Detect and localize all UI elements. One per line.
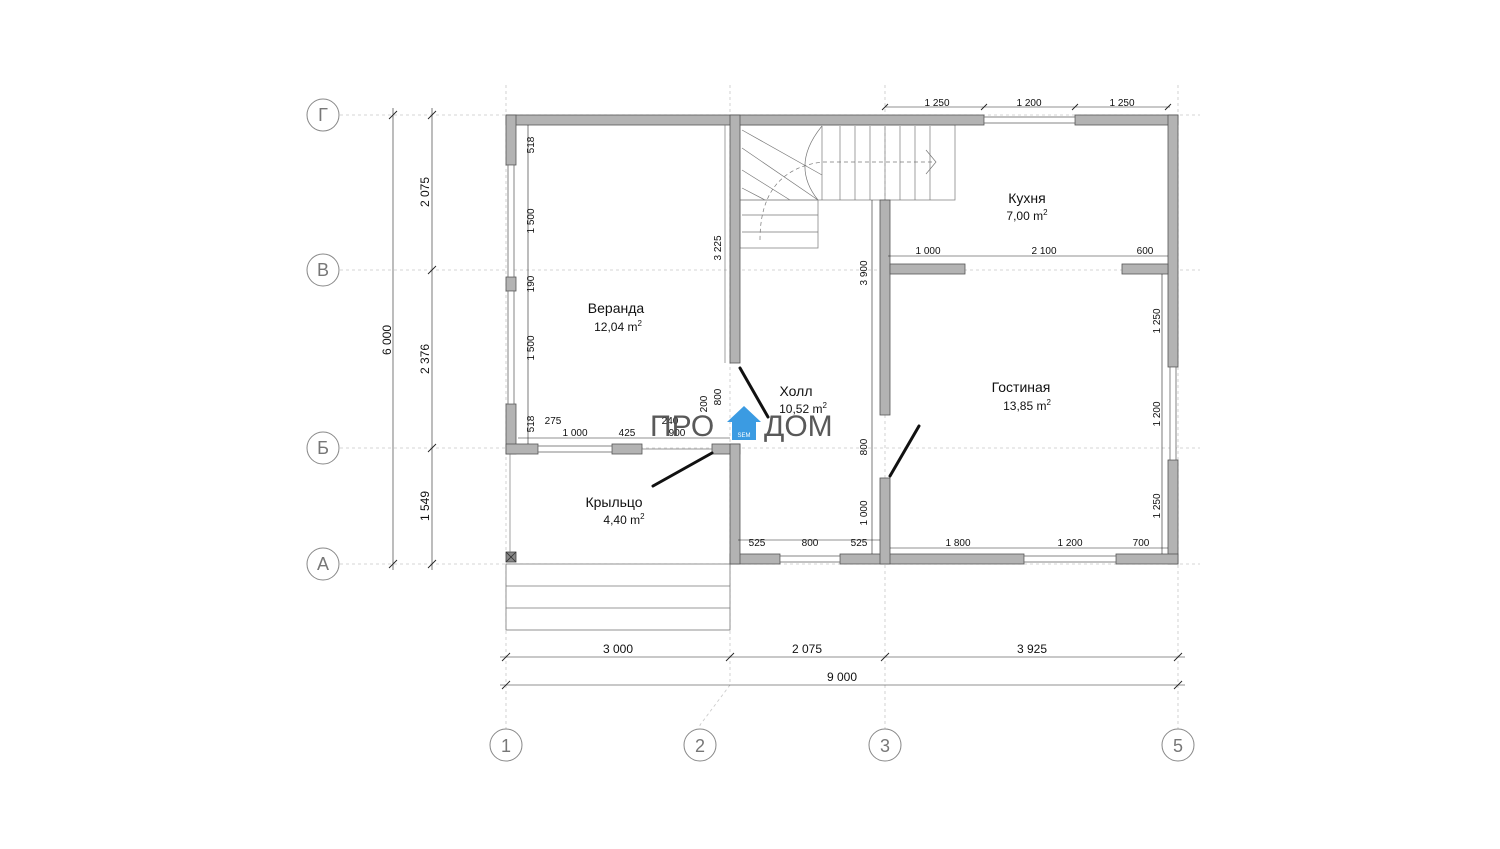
room-hall: Холл 10,52 m2 bbox=[779, 383, 827, 416]
bottom-dimensions: 3 000 2 075 3 925 9 000 bbox=[500, 642, 1185, 690]
svg-text:Г: Г bbox=[318, 105, 328, 125]
room-kitchen: Кухня 7,00 m2 bbox=[1006, 190, 1048, 223]
svg-text:2 376: 2 376 bbox=[418, 344, 432, 374]
svg-text:2 075: 2 075 bbox=[418, 177, 432, 207]
room-area: 13,85 m2 bbox=[1003, 398, 1051, 413]
svg-text:200: 200 bbox=[699, 395, 710, 412]
axis-row-a: А bbox=[306, 547, 340, 581]
svg-text:3 225: 3 225 bbox=[713, 235, 724, 260]
staircase bbox=[739, 124, 956, 249]
axis-col-3: 3 bbox=[868, 728, 902, 762]
left-dimensions: 6 000 2 075 2 376 1 549 bbox=[380, 108, 437, 570]
porch-steps bbox=[505, 563, 731, 631]
logo-text-left: ПРО bbox=[650, 410, 714, 443]
inner-dimension-lines bbox=[518, 103, 1172, 554]
svg-text:1 200: 1 200 bbox=[1016, 98, 1041, 109]
axis-row-v: В bbox=[306, 253, 340, 287]
svg-text:1 200: 1 200 bbox=[1152, 401, 1163, 426]
house-icon: SEM bbox=[727, 406, 761, 440]
svg-text:В: В bbox=[317, 260, 329, 280]
brand-logo: ПРО SEM ДОМ bbox=[650, 406, 833, 443]
svg-text:800: 800 bbox=[802, 538, 819, 549]
windows bbox=[507, 116, 1177, 563]
svg-text:2 100: 2 100 bbox=[1031, 246, 1056, 257]
svg-text:1 200: 1 200 bbox=[1057, 538, 1082, 549]
svg-text:600: 600 bbox=[1137, 246, 1154, 257]
svg-text:3 925: 3 925 bbox=[1017, 642, 1047, 656]
svg-text:1 549: 1 549 bbox=[418, 491, 432, 521]
svg-text:5: 5 bbox=[1173, 736, 1183, 756]
svg-text:900: 900 bbox=[669, 428, 686, 439]
svg-text:518: 518 bbox=[526, 136, 537, 153]
svg-text:1 000: 1 000 bbox=[859, 500, 870, 525]
svg-text:1 250: 1 250 bbox=[924, 98, 949, 109]
doors bbox=[651, 366, 921, 488]
svg-text:700: 700 bbox=[1133, 538, 1150, 549]
svg-text:А: А bbox=[317, 554, 329, 574]
svg-text:525: 525 bbox=[749, 538, 766, 549]
room-name: Холл bbox=[780, 383, 813, 399]
logo-text-right: ДОМ bbox=[764, 410, 833, 443]
room-area: 12,04 m2 bbox=[594, 319, 642, 334]
svg-text:1 500: 1 500 bbox=[526, 208, 537, 233]
svg-text:525: 525 bbox=[851, 538, 868, 549]
svg-text:1 250: 1 250 bbox=[1152, 493, 1163, 518]
axis-col-1: 1 bbox=[489, 728, 523, 762]
svg-text:Б: Б bbox=[317, 438, 329, 458]
room-living: Гостиная 13,85 m2 bbox=[992, 379, 1052, 413]
svg-text:800: 800 bbox=[713, 388, 724, 405]
room-name: Веранда bbox=[588, 300, 645, 316]
axis-col-2: 2 bbox=[683, 728, 717, 762]
room-veranda: Веранда 12,04 m2 bbox=[588, 300, 645, 334]
axis-row-b: Б bbox=[306, 431, 340, 465]
svg-text:SEM: SEM bbox=[737, 433, 750, 439]
svg-text:1 000: 1 000 bbox=[915, 246, 940, 257]
svg-text:190: 190 bbox=[526, 275, 537, 292]
svg-text:240: 240 bbox=[662, 416, 679, 427]
svg-text:3 900: 3 900 bbox=[859, 260, 870, 285]
svg-text:6 000: 6 000 bbox=[380, 325, 394, 355]
room-name: Кухня bbox=[1008, 190, 1045, 206]
svg-text:275: 275 bbox=[545, 416, 562, 427]
room-porch: Крыльцо 4,40 m2 bbox=[585, 494, 645, 527]
svg-text:518: 518 bbox=[526, 415, 537, 432]
room-area: 4,40 m2 bbox=[603, 512, 645, 527]
svg-text:1: 1 bbox=[501, 736, 511, 756]
svg-text:1 250: 1 250 bbox=[1152, 308, 1163, 333]
svg-text:800: 800 bbox=[859, 438, 870, 455]
svg-text:425: 425 bbox=[619, 428, 636, 439]
svg-text:3: 3 bbox=[880, 736, 890, 756]
room-name: Крыльцо bbox=[585, 494, 642, 510]
svg-text:2: 2 bbox=[695, 736, 705, 756]
svg-text:1 250: 1 250 bbox=[1109, 98, 1134, 109]
svg-text:3 000: 3 000 bbox=[603, 642, 633, 656]
svg-text:9 000: 9 000 bbox=[827, 670, 857, 684]
svg-text:1 000: 1 000 bbox=[562, 428, 587, 439]
dimension-labels: 1 250 1 200 1 250 1 000 2 100 600 518 1 … bbox=[526, 98, 1163, 549]
svg-text:2 075: 2 075 bbox=[792, 642, 822, 656]
svg-text:1 500: 1 500 bbox=[526, 335, 537, 360]
axis-col-5: 5 bbox=[1161, 728, 1195, 762]
axis-row-g: Г bbox=[306, 98, 340, 132]
room-area: 7,00 m2 bbox=[1006, 208, 1048, 223]
grid-lines bbox=[340, 85, 1200, 730]
svg-text:1 800: 1 800 bbox=[945, 538, 970, 549]
room-name: Гостиная bbox=[992, 379, 1051, 395]
room-area: 10,52 m2 bbox=[779, 401, 827, 416]
